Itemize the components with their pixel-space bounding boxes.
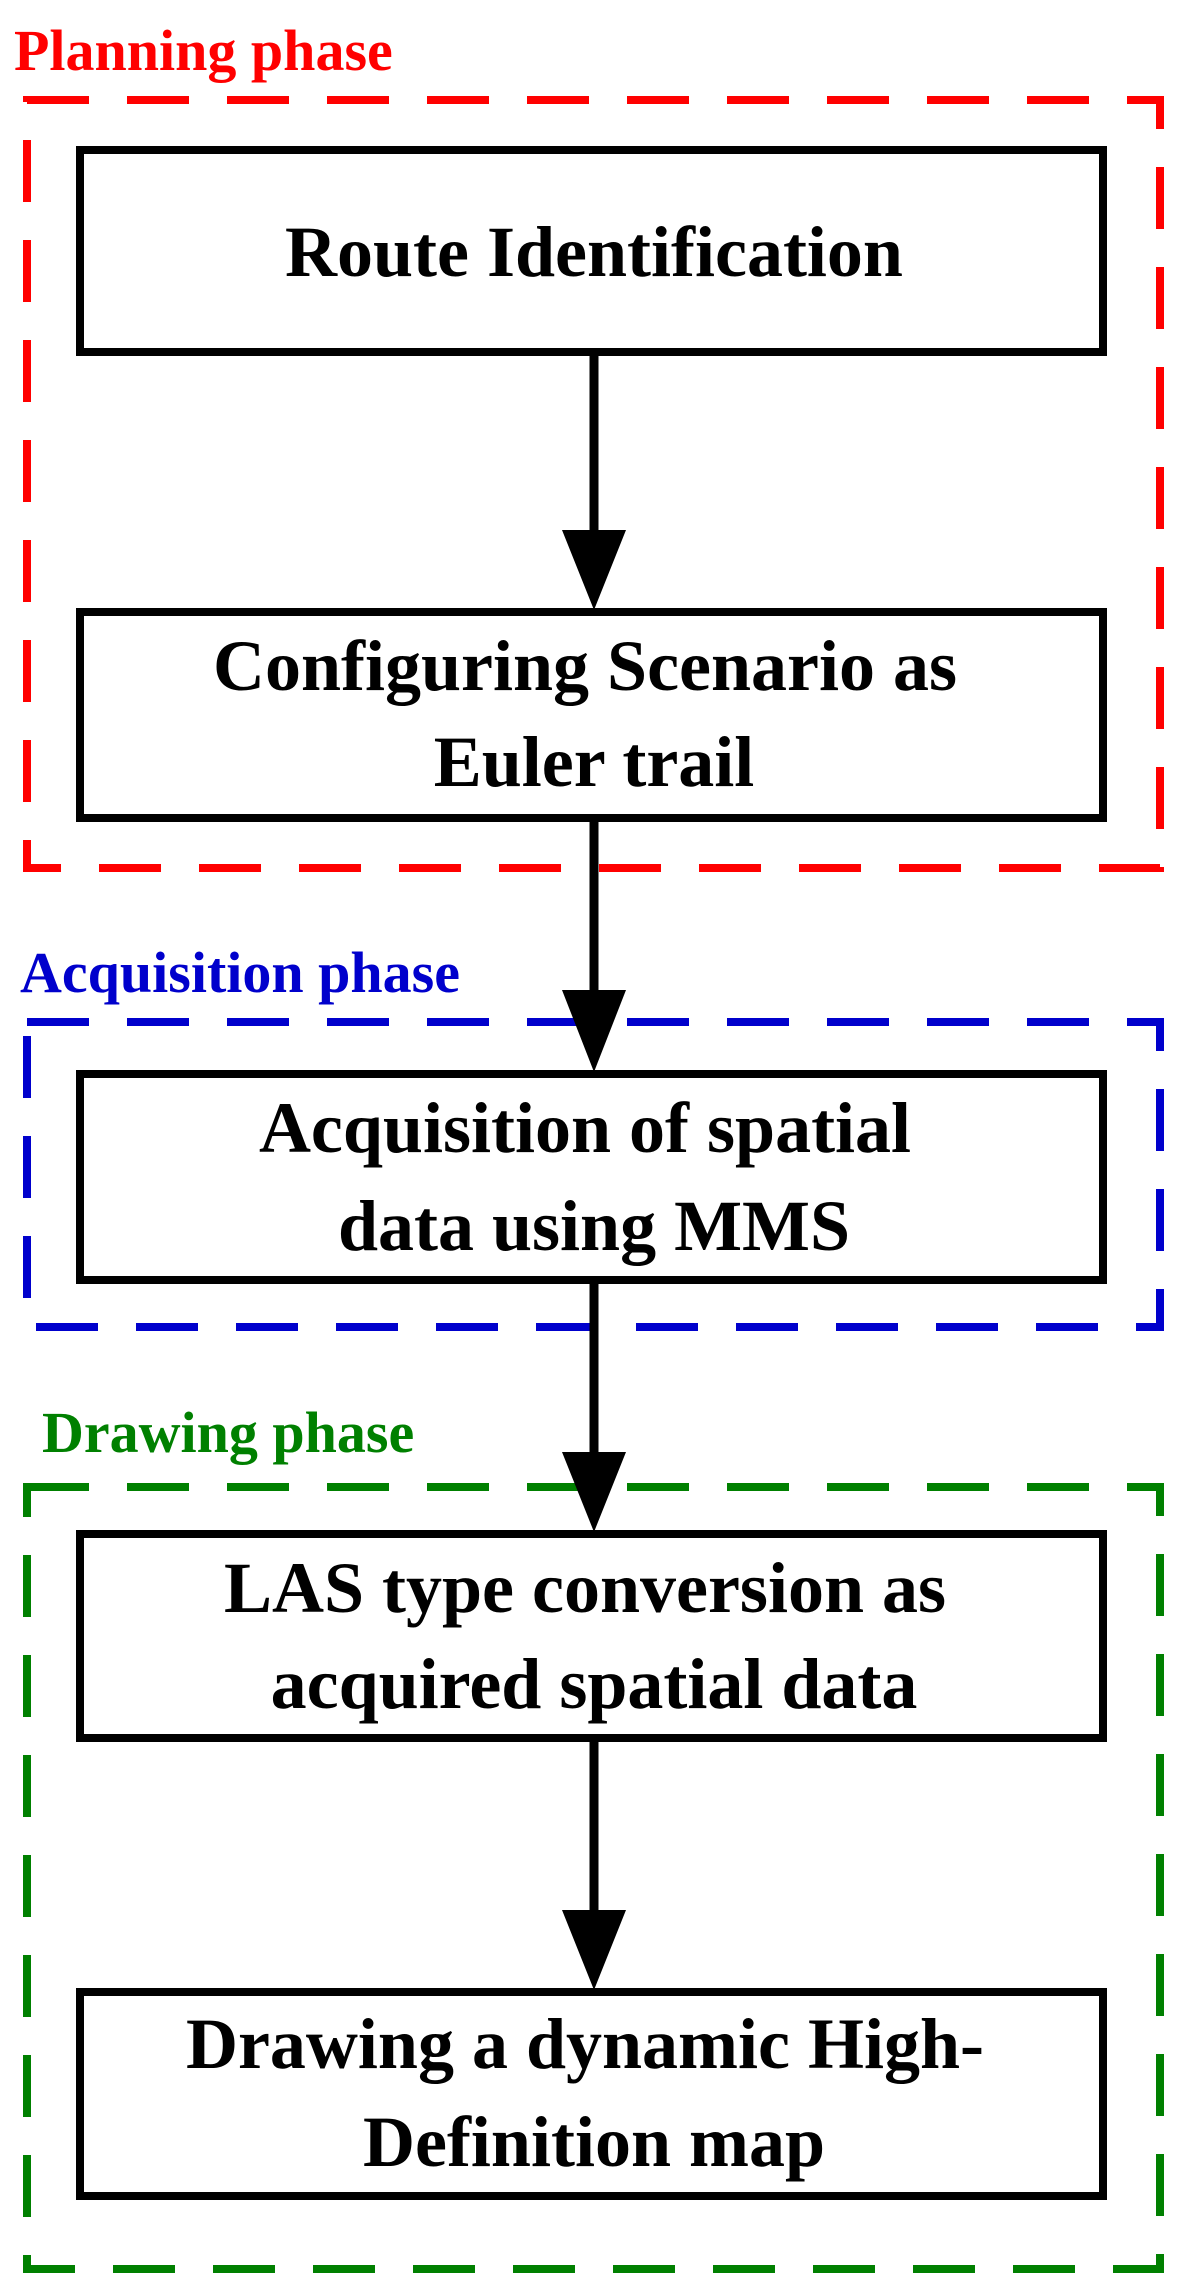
arrow-head-acquisition-to-conversion bbox=[562, 1452, 626, 1532]
step-configuring-scenario-box bbox=[76, 608, 1107, 822]
step-spatial-acquisition-label: Acquisition of spatial data using MMS bbox=[259, 1088, 929, 1266]
step-route-identification-box bbox=[76, 146, 1107, 356]
drawing-phase-frame bbox=[23, 1483, 1164, 2273]
arrow-head-route-to-config bbox=[562, 530, 626, 610]
planning-phase-label: Planning phase bbox=[14, 18, 393, 83]
arrow-head-config-to-acquisition bbox=[562, 990, 626, 1072]
step-spatial-acquisition-box bbox=[76, 1070, 1107, 1284]
planning-phase-frame bbox=[23, 96, 1164, 872]
step-spatial-acquisition-line-1: Acquisition of spatial bbox=[259, 1088, 911, 1168]
step-configuring-scenario-line-2: Euler trail bbox=[434, 722, 755, 802]
step-route-identification-label: Route Identification bbox=[285, 212, 903, 292]
step-las-conversion-label: LAS type conversion as acquired spatial … bbox=[224, 1548, 964, 1724]
step-configuring-scenario-label: Configuring Scenario as Euler trail bbox=[213, 626, 975, 802]
step-configuring-scenario-line-1: Configuring Scenario as bbox=[213, 626, 957, 706]
step-route-identification-line-1: Route Identification bbox=[285, 212, 903, 292]
step-las-conversion-line-1: LAS type conversion as bbox=[224, 1548, 946, 1628]
drawing-phase-label: Drawing phase bbox=[42, 1400, 414, 1465]
step-hd-map-box bbox=[76, 1988, 1107, 2200]
acquisition-phase-label: Acquisition phase bbox=[20, 940, 460, 1005]
arrow-head-conversion-to-map bbox=[562, 1910, 626, 1990]
step-las-conversion-box bbox=[76, 1530, 1107, 1742]
step-spatial-acquisition-line-2: data using MMS bbox=[338, 1186, 850, 1266]
step-hd-map-line-2: Definition map bbox=[363, 2102, 825, 2182]
step-las-conversion-line-2: acquired spatial data bbox=[271, 1644, 918, 1724]
step-hd-map-line-1: Drawing a dynamic High- bbox=[186, 2004, 984, 2084]
step-hd-map-label: Drawing a dynamic High- Definition map bbox=[186, 2004, 1002, 2182]
